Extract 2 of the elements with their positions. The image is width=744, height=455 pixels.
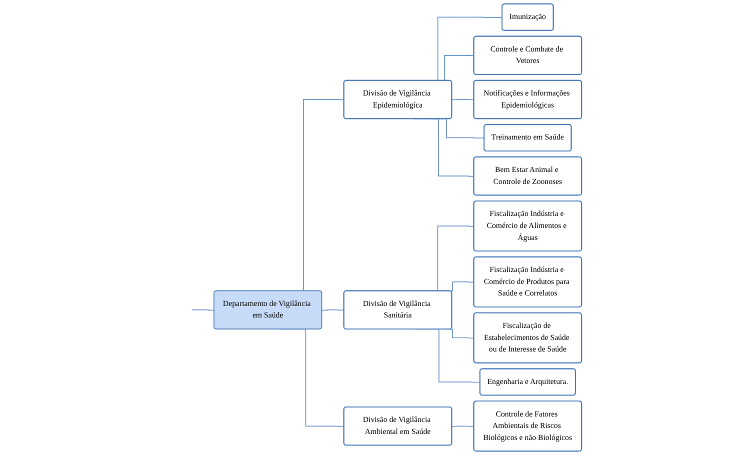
connector: [452, 99, 474, 100]
connector: [452, 426, 474, 427]
